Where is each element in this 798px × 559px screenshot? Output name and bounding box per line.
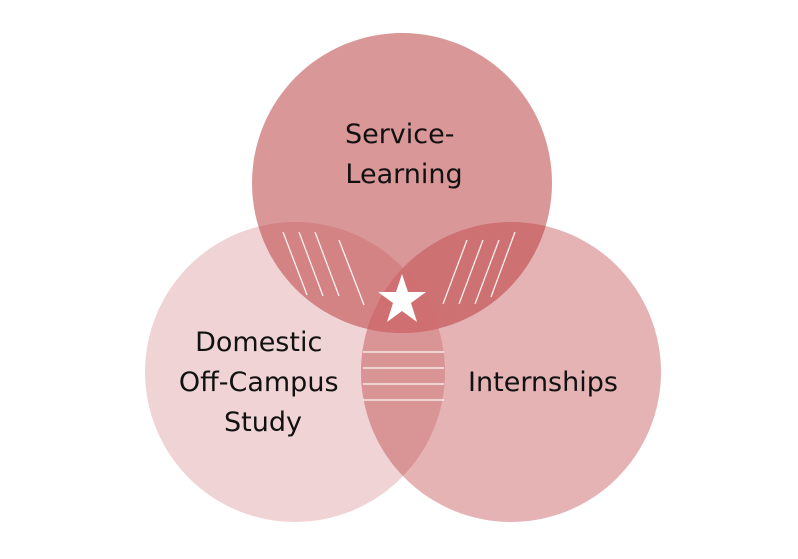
overlap-service-internships xyxy=(361,222,552,333)
hatch-domestic-internships xyxy=(363,351,444,401)
label-service-learning: Service- Learning xyxy=(345,119,463,190)
hatch-service-internships xyxy=(442,231,516,305)
overlap-service-domestic xyxy=(252,222,445,333)
label-domestic-off-campus-study: Domestic Off-Campus Study xyxy=(179,327,347,438)
hatch-service-domestic xyxy=(282,231,365,306)
label-internships: Internships xyxy=(468,367,618,398)
star-icon xyxy=(378,274,426,322)
